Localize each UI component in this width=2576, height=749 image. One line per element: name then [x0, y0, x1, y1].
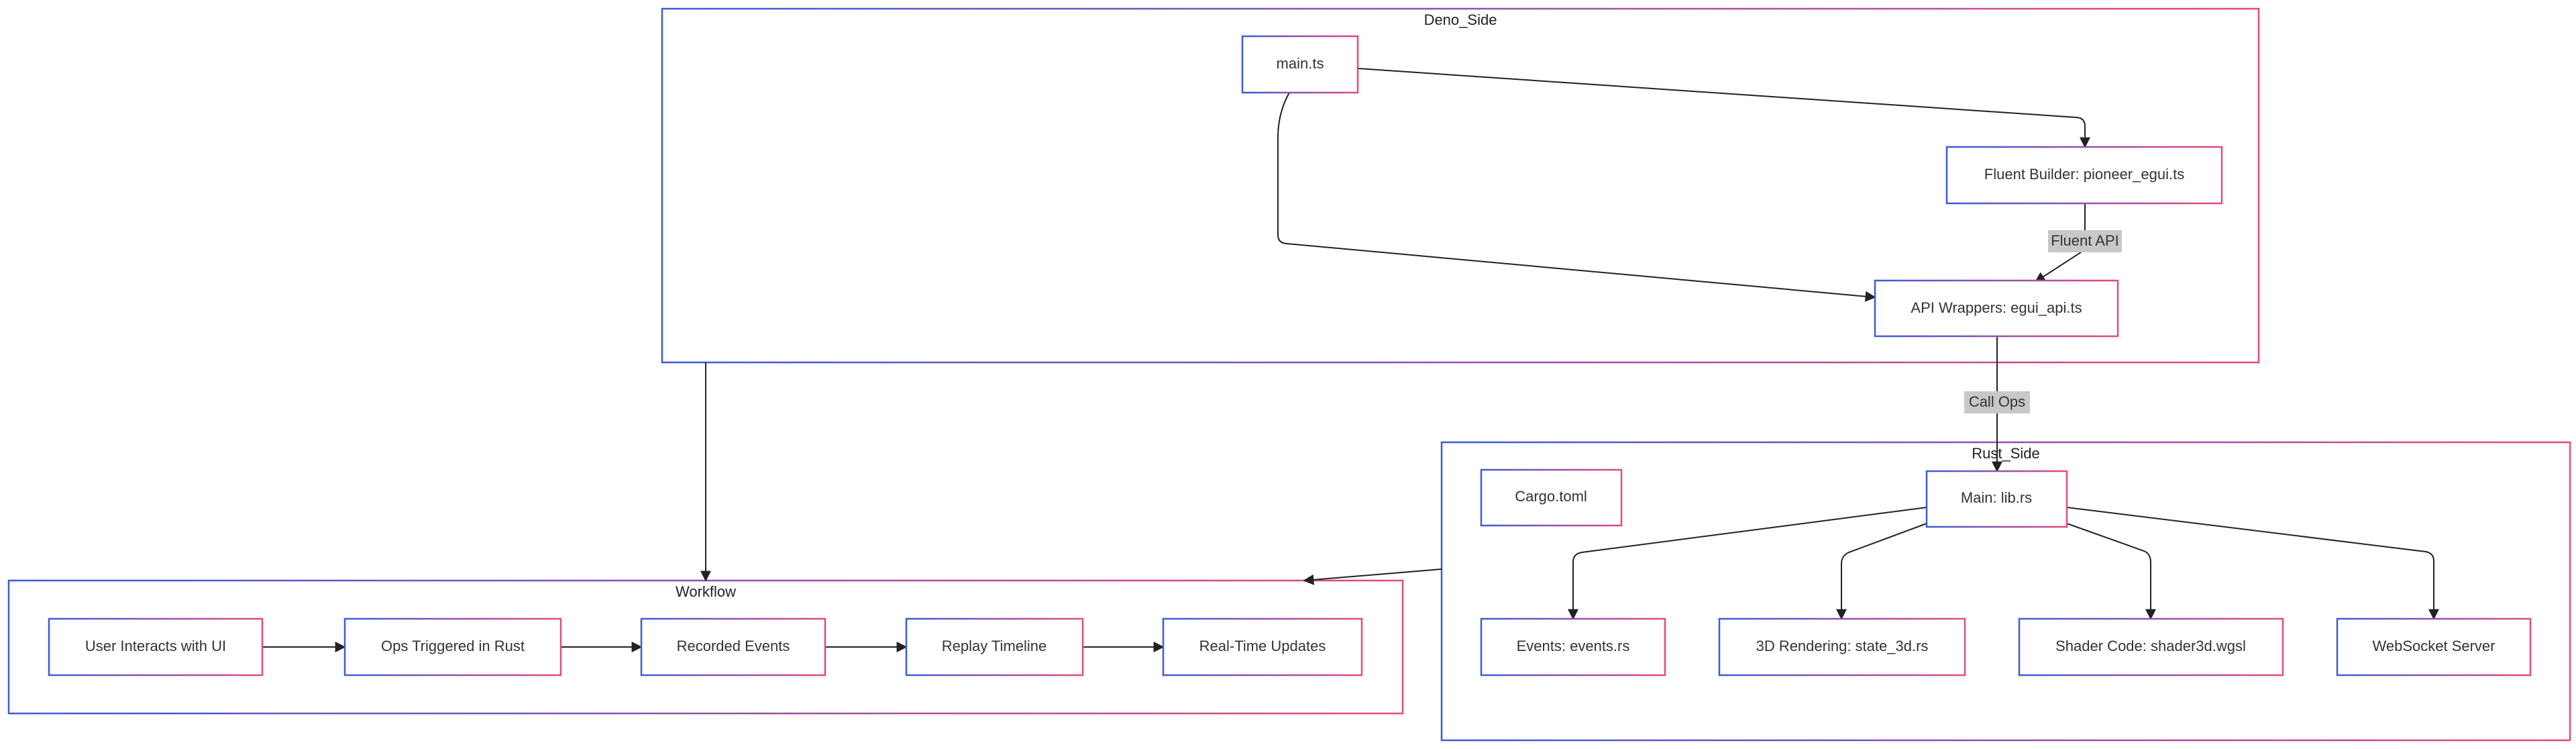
node-realtime-updates-label: Real-Time Updates: [1199, 638, 1326, 654]
node-websocket-server-label: WebSocket Server: [2372, 638, 2495, 654]
node-api-wrappers-label: API Wrappers: egui_api.ts: [1911, 299, 2082, 316]
node-shader-code-label: Shader Code: shader3d.wgsl: [2055, 638, 2246, 654]
node-realtime-updates[interactable]: Real-Time Updates: [1162, 617, 1363, 677]
node-main-ts-label: main.ts: [1277, 55, 1324, 72]
edge-label-fluent-api: Fluent API: [2048, 230, 2122, 252]
edge-lib-to-events: [1568, 507, 1927, 620]
node-main-lib-rs-label: Main: lib.rs: [1961, 489, 2032, 506]
node-events-rs-label: Events: events.rs: [1517, 638, 1630, 654]
node-websocket-server[interactable]: WebSocket Server: [2336, 617, 2532, 677]
node-replay-timeline-label: Replay Timeline: [942, 638, 1047, 654]
node-ops-triggered[interactable]: Ops Triggered in Rust: [343, 617, 562, 677]
node-api-wrappers[interactable]: API Wrappers: egui_api.ts: [1874, 279, 2119, 338]
node-shader-code[interactable]: Shader Code: shader3d.wgsl: [2018, 617, 2284, 677]
node-recorded-events-label: Recorded Events: [677, 638, 790, 654]
cluster-rust-side: Rust_Side: [1440, 441, 2571, 742]
node-recorded-events[interactable]: Recorded Events: [640, 617, 826, 677]
cluster-deno-side: Deno_Side: [661, 7, 2260, 364]
node-ops-triggered-label: Ops Triggered in Rust: [381, 638, 525, 654]
cluster-rust-side-label: Rust_Side: [1972, 445, 2040, 462]
edge-main-to-builder: [1357, 68, 2090, 148]
node-events-rs[interactable]: Events: events.rs: [1480, 617, 1666, 677]
edge-lib-to-shader: [2066, 523, 2156, 620]
edge-label-call-ops: Call Ops: [1964, 391, 2030, 413]
node-cargo-toml[interactable]: Cargo.toml: [1480, 468, 1623, 527]
edge-label-fluent-api-text: Fluent API: [2051, 232, 2119, 249]
node-main-lib-rs[interactable]: Main: lib.rs: [1925, 470, 2068, 528]
node-fluent-builder-label: Fluent Builder: pioneer_egui.ts: [1984, 166, 2184, 183]
node-user-interacts[interactable]: User Interacts with UI: [48, 617, 264, 677]
edge-rust-to-workflow: [1303, 568, 1442, 585]
cluster-workflow-label: Workflow: [676, 583, 736, 600]
cluster-deno-side-label: Deno_Side: [1424, 11, 1497, 28]
node-3d-rendering[interactable]: 3D Rendering: state_3d.rs: [1718, 617, 1966, 677]
node-user-interacts-label: User Interacts with UI: [85, 638, 226, 654]
node-cargo-toml-label: Cargo.toml: [1515, 488, 1587, 505]
node-main-ts[interactable]: main.ts: [1241, 35, 1359, 94]
node-fluent-builder[interactable]: Fluent Builder: pioneer_egui.ts: [1945, 146, 2223, 205]
node-3d-rendering-label: 3D Rendering: state_3d.rs: [1756, 638, 1929, 654]
edge-lib-to-websocket: [2066, 507, 2439, 620]
node-replay-timeline[interactable]: Replay Timeline: [905, 617, 1084, 677]
edge-label-call-ops-text: Call Ops: [1969, 393, 2025, 410]
edge-main-to-wrappers: [1277, 92, 1876, 302]
edge-lib-to-rendering: [1836, 523, 1927, 620]
